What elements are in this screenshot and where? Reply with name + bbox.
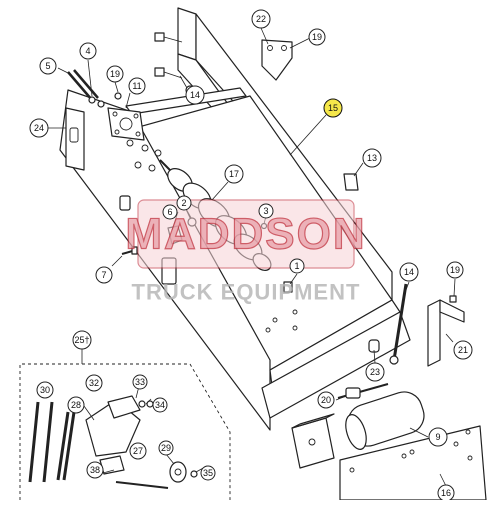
svg-text:34: 34 [155,400,165,410]
svg-text:1: 1 [294,261,299,271]
watermark-subtitle: TRUCK EQUIPMENT [132,280,361,305]
svg-text:7: 7 [101,270,106,280]
svg-text:11: 11 [132,81,141,91]
callout-15-highlighted[interactable]: 15 [323,98,343,118]
callout-4[interactable]: 4 [79,42,97,60]
svg-text:20: 20 [321,395,331,405]
callout-22[interactable]: 22 [251,9,271,29]
callout-32[interactable]: 32 [85,374,103,392]
svg-text:19: 19 [450,265,460,275]
callout-28[interactable]: 28 [67,396,85,414]
callout-11[interactable]: 11 [128,77,146,95]
svg-text:4: 4 [85,46,90,56]
callout-23[interactable]: 23 [365,362,385,382]
svg-text:38: 38 [90,465,100,475]
left-bracket [65,107,85,171]
svg-text:9: 9 [435,432,440,442]
top-bracket [261,39,293,81]
svg-text:19: 19 [312,32,322,42]
svg-text:30: 30 [40,385,50,395]
svg-text:3: 3 [263,206,268,216]
svg-text:19: 19 [110,69,120,79]
svg-text:5: 5 [45,61,50,71]
callout-21[interactable]: 21 [453,340,473,360]
callouts: 22 19 4 5 19 11 14 15 24 13 17 2 6 3 7 1… [29,9,473,502]
callout-5[interactable]: 5 [39,57,57,75]
control-box [291,413,335,469]
callout-17[interactable]: 17 [224,164,244,184]
svg-text:25†: 25† [74,335,89,345]
svg-text:2: 2 [181,198,186,208]
callout-35[interactable]: 35 [200,465,216,481]
callout-13[interactable]: 13 [362,148,382,168]
callout-14[interactable]: 14 [185,85,205,105]
svg-text:24: 24 [34,123,44,133]
callout-30[interactable]: 30 [36,381,54,399]
kit-25-box [19,363,231,500]
callout-34[interactable]: 34 [152,397,168,413]
svg-text:21: 21 [458,345,468,355]
callout-9[interactable]: 9 [428,427,448,447]
callout-38[interactable]: 38 [86,461,104,479]
right-side-parts [368,283,465,367]
callout-1[interactable]: 1 [289,258,305,274]
svg-text:14: 14 [190,90,200,100]
callout-6[interactable]: 6 [162,204,178,220]
callout-16[interactable]: 16 [437,484,455,502]
kit-25-parts [28,395,198,489]
callout-19[interactable]: 19 [106,65,124,83]
callout-19[interactable]: 19 [308,28,326,46]
callout-3[interactable]: 3 [258,203,274,219]
callout-19[interactable]: 19 [446,261,464,279]
svg-text:16: 16 [441,488,451,498]
callout-33[interactable]: 33 [132,374,148,390]
watermark-brand: MADDSON [125,210,366,259]
callout-27[interactable]: 27 [129,442,147,460]
callout-29[interactable]: 29 [158,440,174,456]
svg-text:27: 27 [133,446,143,456]
callout-7[interactable]: 7 [95,266,113,284]
motor-assembly [337,383,425,450]
stud-bolts [67,69,122,108]
svg-text:33: 33 [135,377,145,387]
callout-14[interactable]: 14 [399,262,419,282]
svg-text:35: 35 [203,468,213,478]
svg-text:6: 6 [167,207,172,217]
svg-text:14: 14 [404,267,414,277]
watermark: MADDSON TRUCK EQUIPMENT [125,199,366,305]
svg-text:15: 15 [328,103,338,113]
bearing-plate [107,107,145,141]
svg-text:29: 29 [161,443,171,453]
callout-2[interactable]: 2 [176,195,192,211]
svg-text:28: 28 [71,400,81,410]
svg-text:32: 32 [89,378,99,388]
callout-24[interactable]: 24 [29,118,49,138]
callout-25[interactable]: 25† [72,330,92,350]
svg-text:13: 13 [367,153,377,163]
svg-text:17: 17 [229,169,239,179]
svg-text:23: 23 [370,367,380,377]
svg-text:22: 22 [256,14,266,24]
leader-lines [48,27,456,487]
callout-20[interactable]: 20 [317,391,335,409]
